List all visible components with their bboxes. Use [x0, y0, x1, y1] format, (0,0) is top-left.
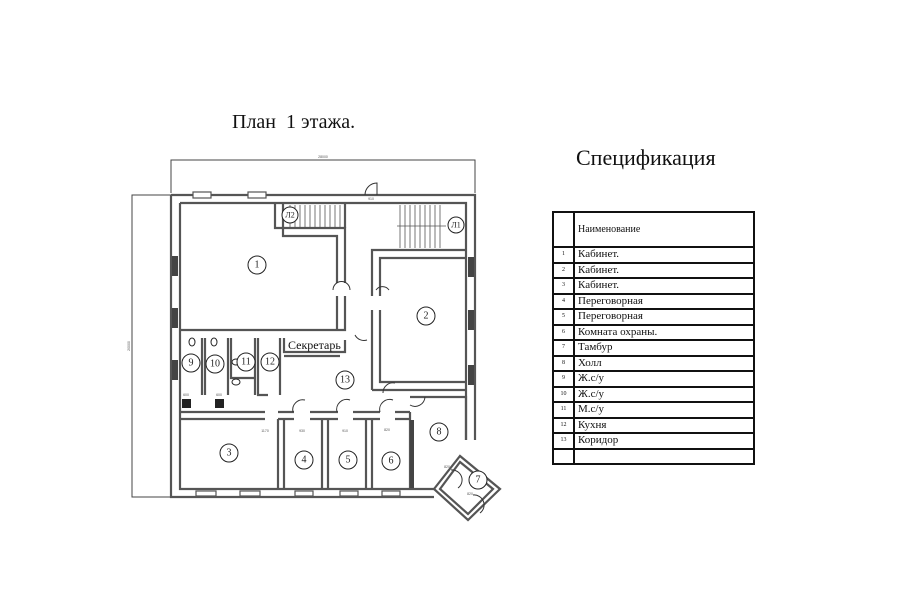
tambour-wall	[432, 454, 502, 522]
header-name: Наименование	[573, 211, 755, 248]
window	[247, 191, 267, 199]
fixture-dim: 600	[183, 393, 189, 397]
row-name: Комната охраны.	[573, 323, 755, 341]
table-row	[552, 447, 755, 465]
dimension-line-left	[131, 194, 171, 498]
outer-wall	[169, 193, 477, 499]
plan-title: План 1 этажа.	[232, 111, 356, 133]
row-name: Кухня	[573, 416, 755, 434]
wall-room-2	[370, 248, 466, 296]
room-number: 11	[241, 357, 251, 368]
row-name: Холл	[573, 354, 755, 372]
row-num: 7	[552, 339, 575, 357]
toilet-icon	[231, 378, 241, 386]
row-num: 2	[552, 261, 575, 279]
row-name: Коридор	[573, 432, 755, 450]
row-num: 12	[552, 416, 575, 434]
row-name: Кабинет.	[573, 277, 755, 295]
window	[239, 490, 261, 497]
window	[294, 490, 314, 497]
door-dim: 1170	[261, 429, 269, 433]
window	[339, 490, 359, 497]
entrance-door-dim: 910	[368, 197, 374, 201]
door-room-2	[375, 286, 390, 291]
room-number: 9	[189, 358, 194, 369]
row-num: 10	[552, 385, 575, 403]
door-dim: 820	[384, 428, 390, 432]
sink-icon	[182, 399, 191, 408]
secretary-label: Секретарь	[288, 338, 341, 352]
row-num: 1	[552, 246, 575, 264]
room-number: 7	[476, 475, 481, 486]
stair-l1	[397, 205, 446, 248]
row-num: 3	[552, 277, 575, 295]
room-number: 5	[346, 455, 351, 466]
toilet-icon	[188, 337, 196, 347]
table-header: Наименование	[552, 211, 755, 248]
dimension-line-top	[170, 159, 476, 193]
row-num: 5	[552, 308, 575, 326]
row-num	[552, 447, 575, 465]
toilet-icon	[210, 337, 218, 347]
row-num: 6	[552, 323, 575, 341]
room-number: 12	[265, 357, 275, 368]
row-name: М.с/у	[573, 401, 755, 419]
room-number: 3	[227, 448, 232, 459]
row-name: Кабинет.	[573, 261, 755, 279]
row-name: Кабинет.	[573, 246, 755, 264]
row-name: Переговорная	[573, 308, 755, 326]
window	[381, 490, 401, 497]
door-dim: 930	[299, 429, 305, 433]
fixture-dim: 600	[216, 393, 222, 397]
room-number: 8	[437, 427, 442, 438]
row-num: 8	[552, 354, 575, 372]
room-number: 4	[302, 455, 307, 466]
room-number: 13	[340, 375, 350, 386]
sink-icon	[215, 399, 224, 408]
room-number: 10	[210, 359, 220, 370]
room-number: 6	[389, 456, 394, 467]
row-num: 11	[552, 401, 575, 419]
row-name	[573, 447, 755, 465]
dimension-width-label: 28000	[318, 155, 328, 159]
window	[192, 191, 212, 199]
specification-title: Спецификация	[576, 145, 716, 170]
dimension-height-label: 20000	[127, 341, 131, 351]
tambour-door-dim: 820	[444, 465, 450, 469]
row-num: 4	[552, 292, 575, 310]
window	[195, 490, 217, 497]
row-name: Ж.с/у	[573, 385, 755, 403]
door-room-1	[332, 281, 351, 291]
room-number: 2	[424, 311, 429, 322]
stair-label: Л1	[451, 221, 460, 230]
row-name: Тамбур	[573, 339, 755, 357]
row-num: 13	[552, 432, 575, 450]
door-dim: 910	[342, 429, 348, 433]
row-name: Ж.с/у	[573, 370, 755, 388]
row-name: Переговорная	[573, 292, 755, 310]
entrance-door	[364, 182, 378, 196]
tambour-door-dim: 820	[467, 492, 473, 496]
room-number: 1	[255, 260, 260, 271]
row-num: 9	[552, 370, 575, 388]
header-num	[552, 211, 575, 248]
wall-room-1	[180, 203, 347, 332]
stair-label: Л2	[285, 211, 294, 220]
